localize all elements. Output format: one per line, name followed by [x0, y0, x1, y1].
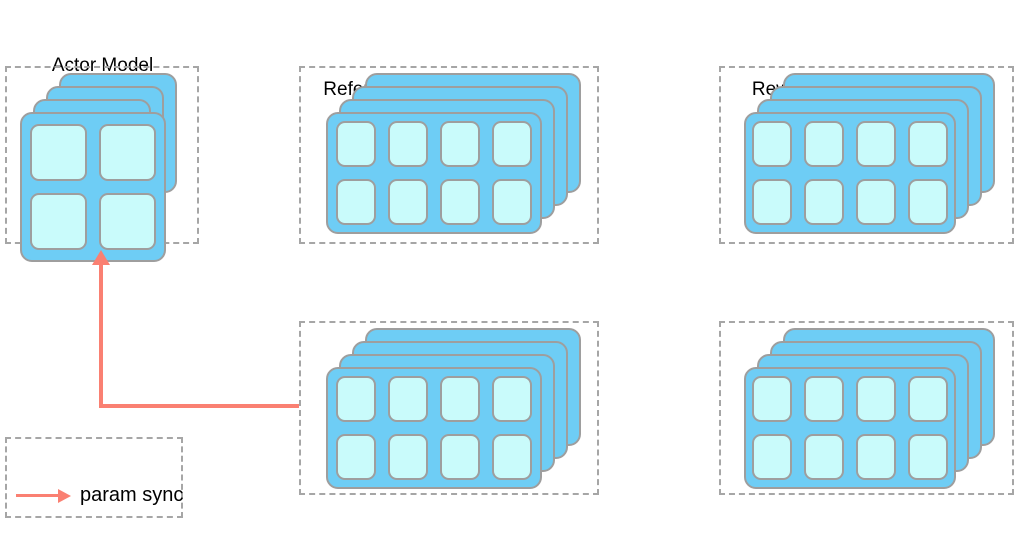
legend-arrowhead-icon	[58, 489, 71, 503]
card-front-actor-vllm[interactable]	[20, 112, 166, 262]
card-stack-critic	[721, 323, 1016, 497]
card-cell	[336, 376, 376, 422]
card-cell	[440, 376, 480, 422]
card-cell	[440, 179, 480, 225]
param-sync-arrowhead-icon	[92, 250, 110, 265]
card-cell	[99, 124, 156, 181]
card-cell	[856, 376, 896, 422]
card-cell	[908, 179, 948, 225]
card-stack-reward	[721, 68, 1016, 246]
group-title-actor-deepspeed: Actor Model (deepspeed)	[299, 502, 599, 546]
card-front-reference[interactable]	[326, 112, 542, 234]
card-cell	[336, 179, 376, 225]
card-cell	[804, 434, 844, 480]
card-cell	[440, 121, 480, 167]
card-cell	[99, 193, 156, 250]
group-box-actor-deepspeed[interactable]	[299, 321, 599, 495]
card-cell	[492, 179, 532, 225]
param-sync-vertical-segment	[99, 264, 103, 408]
card-cell	[752, 121, 792, 167]
card-stack-reference	[301, 68, 601, 246]
card-cell	[492, 434, 532, 480]
card-cell	[388, 179, 428, 225]
card-cell	[856, 434, 896, 480]
card-cell	[804, 179, 844, 225]
legend-box	[5, 437, 183, 518]
card-cell	[30, 124, 87, 181]
card-front-actor-deepspeed[interactable]	[326, 367, 542, 489]
card-cell	[440, 434, 480, 480]
group-box-reward[interactable]	[719, 66, 1014, 244]
card-cell	[804, 376, 844, 422]
card-cell	[388, 434, 428, 480]
legend-arrow-line	[16, 494, 60, 497]
card-cell	[752, 434, 792, 480]
card-front-critic[interactable]	[744, 367, 956, 489]
card-cell	[336, 121, 376, 167]
card-cell	[752, 179, 792, 225]
card-cell	[908, 376, 948, 422]
card-cell	[30, 193, 87, 250]
card-cell	[752, 376, 792, 422]
group-box-actor-vllm[interactable]	[5, 66, 201, 262]
card-cell	[804, 121, 844, 167]
group-title-critic: Critic Model (deepspeed)	[719, 502, 1014, 546]
card-cell	[492, 121, 532, 167]
card-stack-actor-vllm	[7, 68, 201, 262]
card-cell	[856, 121, 896, 167]
param-sync-horizontal-segment	[99, 404, 299, 408]
group-box-reference[interactable]	[299, 66, 599, 244]
card-cell	[388, 376, 428, 422]
card-cell	[908, 434, 948, 480]
card-front-reward[interactable]	[744, 112, 956, 234]
group-box-critic[interactable]	[719, 321, 1014, 495]
group-title-line1: Actor Model	[51, 55, 154, 76]
card-stack-actor-deepspeed	[301, 323, 601, 497]
card-cell	[908, 121, 948, 167]
legend-label: param sync	[80, 484, 184, 506]
card-cell	[856, 179, 896, 225]
card-cell	[336, 434, 376, 480]
card-cell	[492, 376, 532, 422]
card-cell	[388, 121, 428, 167]
